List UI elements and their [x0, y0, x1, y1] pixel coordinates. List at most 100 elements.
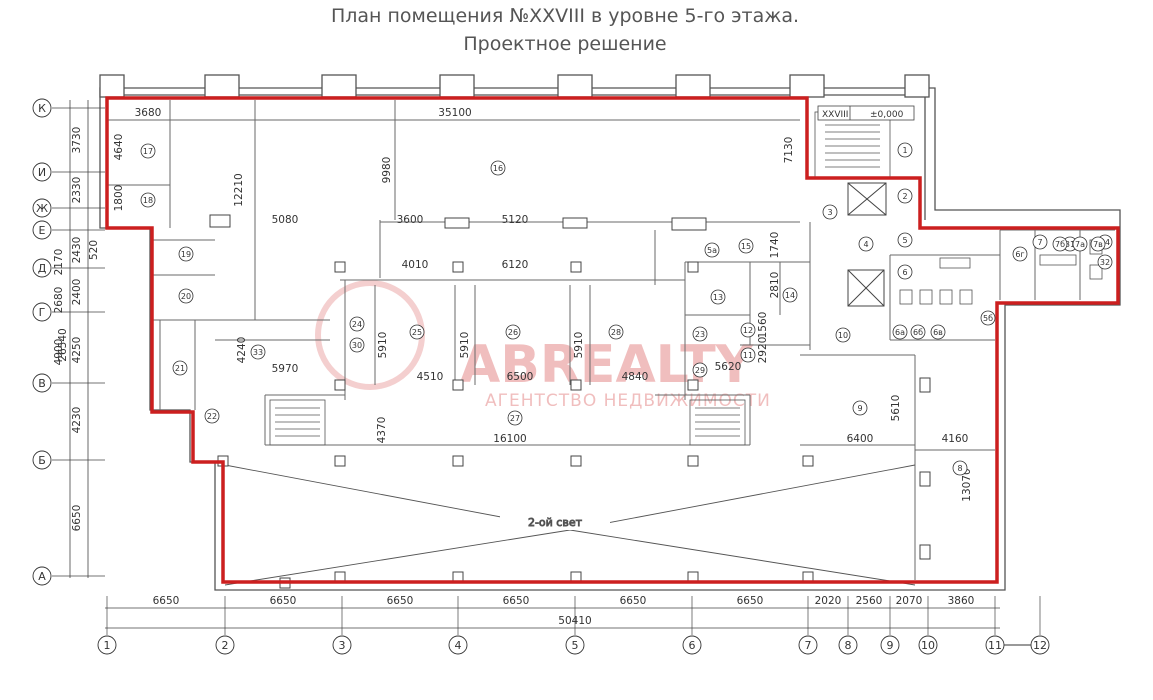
room-number: 5	[902, 236, 907, 245]
plan-title: План помещения №XXVIII в уровне 5-го эта…	[331, 5, 799, 27]
room-tag-circle	[409, 324, 425, 340]
room-number: 6б	[913, 328, 923, 337]
axis-label: 1	[104, 639, 111, 652]
room-number: 9	[857, 404, 862, 413]
dimension-label: 1740	[769, 232, 781, 259]
stair-tag-level: ±0,000	[870, 110, 904, 120]
axis-label: 6	[689, 639, 696, 652]
dimension-total: 50410	[558, 615, 591, 627]
room-number: 27	[510, 414, 520, 423]
axis-circle	[32, 566, 52, 586]
room-tag-circle	[952, 460, 968, 476]
axis-label: Е	[39, 224, 46, 237]
room-number: 6	[902, 268, 907, 277]
axis-circle	[215, 635, 235, 655]
dimension-total: 26540	[57, 328, 69, 361]
room-number: 16	[493, 164, 503, 173]
room-tag-circle	[1012, 246, 1028, 262]
dimension-label: 4250	[71, 337, 83, 364]
dimension-label: 5120	[502, 214, 529, 226]
room-tag-circle	[349, 316, 365, 332]
double-height-void: 2-ой свет	[224, 464, 916, 586]
dimension-label: 3860	[948, 595, 975, 607]
dimension-label: 6120	[502, 259, 529, 271]
axis-label: 3	[339, 639, 346, 652]
dimension-label: 2020	[815, 595, 842, 607]
room-tag-circle	[897, 232, 913, 248]
axis-circle	[32, 373, 52, 393]
room-number: 32	[1100, 258, 1110, 267]
room-number: 28	[611, 328, 621, 337]
dimension-label: 4240	[236, 337, 248, 364]
room-number: 8	[957, 464, 962, 473]
room-number: 19	[181, 250, 191, 259]
room-tag-circle	[608, 324, 624, 340]
dimension-label: 1560	[757, 312, 769, 339]
room-number: 5б	[983, 314, 993, 323]
premises-boundary	[105, 96, 1120, 584]
axis-label: И	[38, 166, 46, 179]
room-tag-circle	[250, 344, 266, 360]
room-tag-circle	[140, 192, 156, 208]
axis-circle	[32, 98, 52, 118]
axis-circle	[32, 302, 52, 322]
room-tag-circle	[740, 322, 756, 338]
dimension-label: 4510	[417, 371, 444, 383]
room-number: 26	[508, 328, 518, 337]
axis-circle	[838, 635, 858, 655]
room-tag-circle	[892, 324, 908, 340]
dimension-label: 6500	[507, 371, 534, 383]
room-number: 1	[902, 146, 907, 155]
axis-label: 9	[887, 639, 894, 652]
axis-label: 4	[455, 639, 462, 652]
axis-circle	[32, 258, 52, 278]
dimension-label: 2400	[71, 279, 83, 306]
stair-tag: XXVIII ±0,000	[817, 105, 915, 121]
room-number: 11	[743, 351, 753, 360]
dimension-label: 5970	[272, 363, 299, 375]
axis-circle	[565, 635, 585, 655]
room-number: 33	[253, 348, 263, 357]
axis-circle	[32, 450, 52, 470]
dimension-label: 4640	[113, 134, 125, 161]
room-tag-circle	[178, 246, 194, 262]
dimension-label: 6650	[153, 595, 180, 607]
room-tag-circle	[1090, 236, 1106, 252]
room-number: 7	[1037, 238, 1042, 247]
axis-label: 2	[222, 639, 229, 652]
dimension-label: 3600	[397, 214, 424, 226]
void-label: 2-ой свет	[528, 516, 583, 529]
axis-label: 10	[921, 639, 935, 652]
dimension-label: 1800	[113, 185, 125, 212]
axis-circle	[32, 220, 52, 240]
room-tag-circle	[1052, 236, 1068, 252]
room-number: 3	[827, 208, 832, 217]
axis-label: 7	[805, 639, 812, 652]
axis-circle	[798, 635, 818, 655]
room-tag-circle	[910, 324, 926, 340]
watermark-logo: ABREALTY	[460, 335, 755, 395]
dimension-label: 9980	[381, 157, 393, 184]
dimension-label: 12210	[233, 173, 245, 206]
dimension-label: 3730	[71, 127, 83, 154]
axis-circle	[97, 635, 117, 655]
axis-label: 12	[1033, 639, 1047, 652]
axis-label: Ж	[36, 202, 48, 215]
room-number: 29	[695, 366, 705, 375]
dimension-label: 7130	[783, 137, 795, 164]
dimension-label: 5610	[890, 395, 902, 422]
room-number: 24	[352, 320, 362, 329]
room-number: 25	[412, 328, 422, 337]
dimension-label: 2920	[757, 337, 769, 364]
dimension-label: 2560	[856, 595, 883, 607]
room-tag-circle	[704, 242, 720, 258]
room-tag-circle	[1097, 254, 1113, 270]
room-number: 12	[743, 326, 753, 335]
room-number: 20	[181, 292, 191, 301]
dimension-label: 6650	[270, 595, 297, 607]
axis-label: 8	[845, 639, 852, 652]
room-tag-circle	[852, 400, 868, 416]
